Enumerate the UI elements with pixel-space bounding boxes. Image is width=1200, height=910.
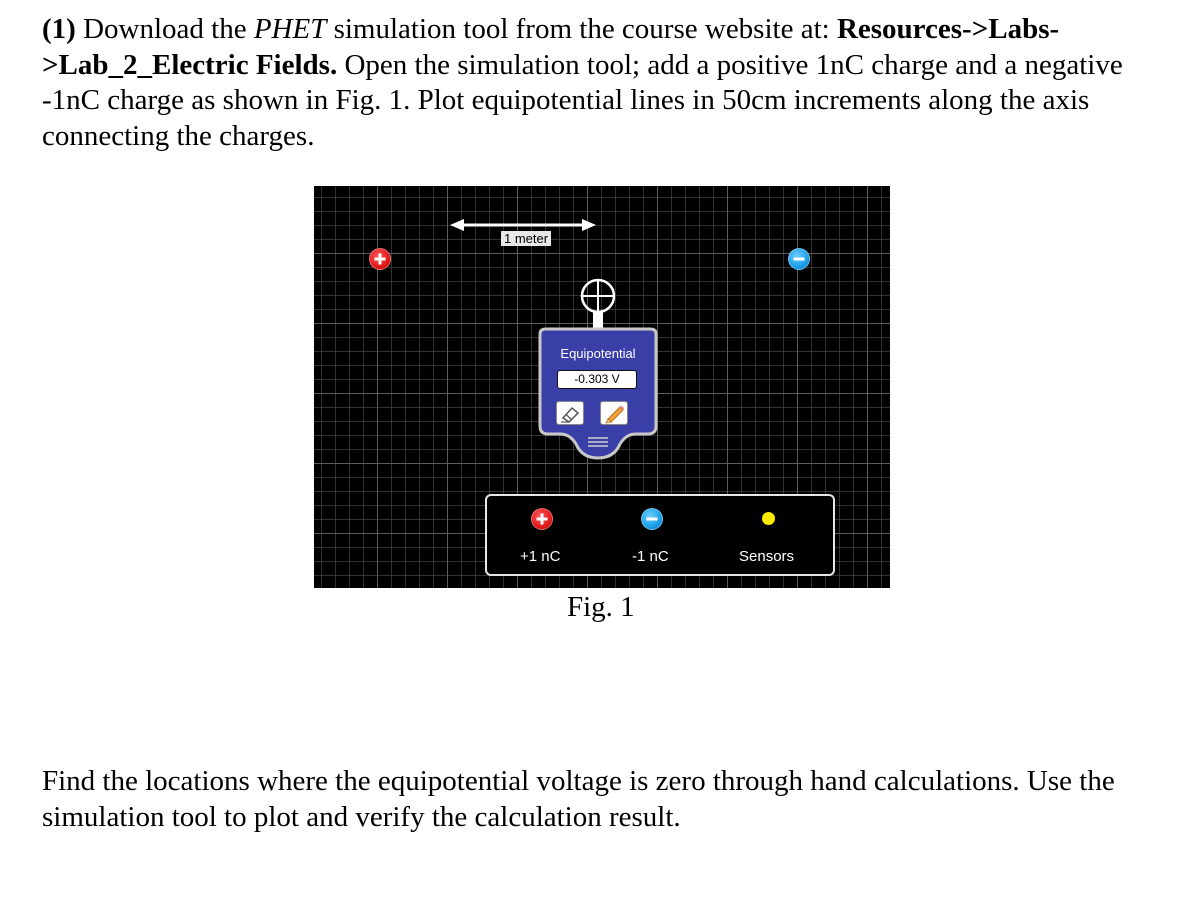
charge-toolbox-panel: +1 nC -1 nC Sensors xyxy=(485,494,835,576)
question-text-1: Download the xyxy=(83,13,247,45)
sensor-voltage-readout: -0.303 V xyxy=(557,370,637,389)
resource-path: Resources->Labs->Lab_2_Electric Fields. xyxy=(42,13,1060,81)
sensor-title: Equipotential xyxy=(560,346,636,361)
phet-simulation-figure: 1 meter Equipotential -0.303 V xyxy=(314,186,890,588)
question-paragraph: (1) Download the PHET simulation tool fr… xyxy=(42,12,1172,154)
phet-name: PHET xyxy=(253,13,327,45)
question-number: (1) xyxy=(42,13,76,45)
scale-label: 1 meter xyxy=(501,231,552,246)
equipotential-sensor-shape xyxy=(538,278,658,460)
equipotential-sensor[interactable]: Equipotential -0.303 V xyxy=(536,330,660,442)
positive-charge[interactable] xyxy=(369,248,391,270)
pencil-icon xyxy=(605,405,625,424)
positive-charge-source[interactable] xyxy=(531,508,553,530)
instructions-paragraph: Find the locations where the equipotenti… xyxy=(42,765,1115,833)
scale-arrow xyxy=(450,219,596,231)
question-text-3: Open the simulation tool; add a positive… xyxy=(42,48,1123,152)
question-text-2: simulation tool from the course website … xyxy=(333,13,830,45)
positive-charge-label: +1 nC xyxy=(520,548,561,565)
negative-charge[interactable] xyxy=(788,248,810,270)
negative-charge-label: -1 nC xyxy=(632,548,669,565)
eraser-button[interactable] xyxy=(556,401,584,425)
negative-charge-source[interactable] xyxy=(641,508,663,530)
pencil-button[interactable] xyxy=(600,401,628,425)
figure-caption: Fig. 1 xyxy=(567,591,635,623)
sensors-label: Sensors xyxy=(739,548,795,565)
sensor-source[interactable] xyxy=(762,512,775,525)
eraser-icon xyxy=(561,406,580,423)
